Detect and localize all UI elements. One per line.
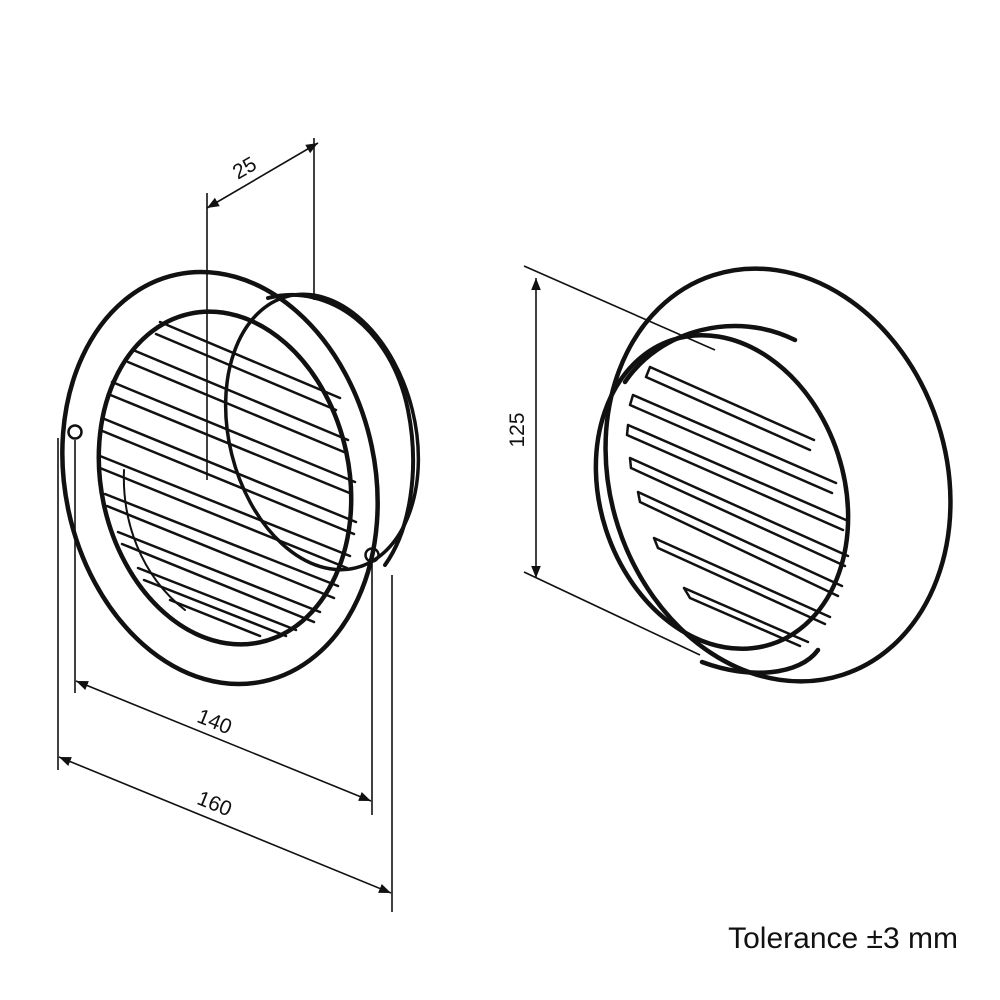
depth-dimension-line — [206, 142, 319, 209]
left-vent-collar-edge — [223, 292, 421, 572]
tolerance-note: Tolerance ±3 mm — [728, 922, 958, 955]
spacing-dimension-line — [75, 680, 372, 802]
duct-diameter-label: 125 — [506, 412, 529, 447]
right-vent-duct-tube — [622, 323, 821, 675]
hole-spacing-label: 140 — [194, 705, 235, 739]
right-vent — [593, 266, 953, 684]
right-vent-louvres — [625, 365, 850, 648]
left-vent-inner-shadow — [122, 469, 186, 611]
outer-diameter-label: 160 — [194, 787, 235, 821]
left-vent-screw-hole-right — [364, 547, 380, 563]
right-vent-flange — [603, 266, 953, 684]
right-vent-duct-front — [593, 332, 851, 652]
left-vent-screw-hole-left — [67, 424, 83, 440]
left-dimensions — [57, 138, 393, 912]
diameter-dimension-line — [58, 756, 392, 894]
left-vent — [60, 269, 421, 687]
right-dimensions — [523, 265, 716, 656]
left-vent-opening — [96, 309, 354, 647]
duct-extension-line-top — [523, 265, 716, 351]
duct-extension-line-bottom — [523, 571, 701, 656]
left-vent-louvres — [98, 320, 358, 638]
